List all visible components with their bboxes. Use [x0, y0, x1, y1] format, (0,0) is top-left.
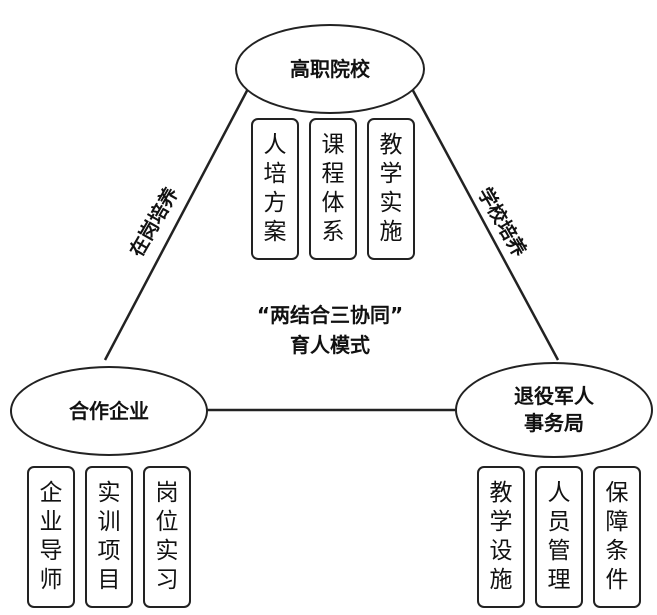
box-char: 项: [97, 538, 121, 564]
box-teaching-facilities: 教学设施: [477, 466, 525, 608]
box-char: 课: [321, 132, 345, 158]
box-char: 教: [489, 480, 513, 506]
box-personnel-management: 人员管理: [535, 466, 583, 608]
box-char: 理: [547, 567, 571, 593]
box-char: 程: [321, 161, 345, 187]
node-label: 高职院校: [290, 56, 370, 81]
node-higher-vocational-college: 高职院校: [235, 24, 425, 114]
edge-top-left: [103, 84, 252, 361]
box-char: 件: [605, 567, 629, 593]
box-char: 体: [321, 190, 345, 216]
box-char: 实: [97, 480, 121, 506]
box-char: 导: [39, 538, 63, 564]
box-char: 企: [39, 480, 63, 506]
box-char: 方: [263, 190, 287, 216]
node-label: 合作企业: [69, 398, 149, 423]
center-title: “两结合三协同” 育人模式: [200, 300, 460, 360]
box-char: 位: [155, 509, 179, 535]
box-training-plan: 人培方案: [251, 118, 299, 260]
node-partner-enterprise: 合作企业: [10, 366, 208, 456]
box-char: 学: [489, 509, 513, 535]
box-enterprise-mentor: 企业导师: [27, 466, 75, 608]
box-char: 设: [489, 538, 513, 564]
node-label-line2: 事务局: [524, 411, 584, 435]
box-teaching-implementation: 教学实施: [367, 118, 415, 260]
box-char: 条: [605, 538, 629, 564]
center-title-line2: 育人模式: [290, 333, 370, 357]
box-char: 目: [97, 567, 121, 593]
box-char: 施: [489, 567, 513, 593]
box-char: 教: [379, 132, 403, 158]
box-char: 业: [39, 509, 63, 535]
node-veterans-affairs-bureau: 退役军人 事务局: [455, 362, 653, 458]
box-char: 保: [605, 480, 629, 506]
box-support-conditions: 保障条件: [593, 466, 641, 608]
box-char: 训: [97, 509, 121, 535]
box-char: 培: [263, 161, 287, 187]
box-char: 管: [547, 538, 571, 564]
box-char: 施: [379, 219, 403, 245]
box-char: 案: [263, 219, 287, 245]
box-char: 师: [39, 567, 63, 593]
node-label-line1: 退役军人: [514, 384, 594, 408]
box-curriculum-system: 课程体系: [309, 118, 357, 260]
box-char: 人: [547, 480, 571, 506]
box-char: 障: [605, 509, 629, 535]
box-job-internship: 岗位实习: [143, 466, 191, 608]
box-char: 员: [547, 509, 571, 535]
box-char: 岗: [155, 480, 179, 506]
center-title-line1: “两结合三协同”: [256, 303, 404, 327]
box-char: 人: [263, 132, 287, 158]
box-training-project: 实训项目: [85, 466, 133, 608]
box-char: 学: [379, 161, 403, 187]
box-char: 实: [379, 190, 403, 216]
edge-top-right: [408, 84, 560, 361]
box-char: 系: [321, 219, 345, 245]
box-char: 习: [155, 567, 179, 593]
box-char: 实: [155, 538, 179, 564]
